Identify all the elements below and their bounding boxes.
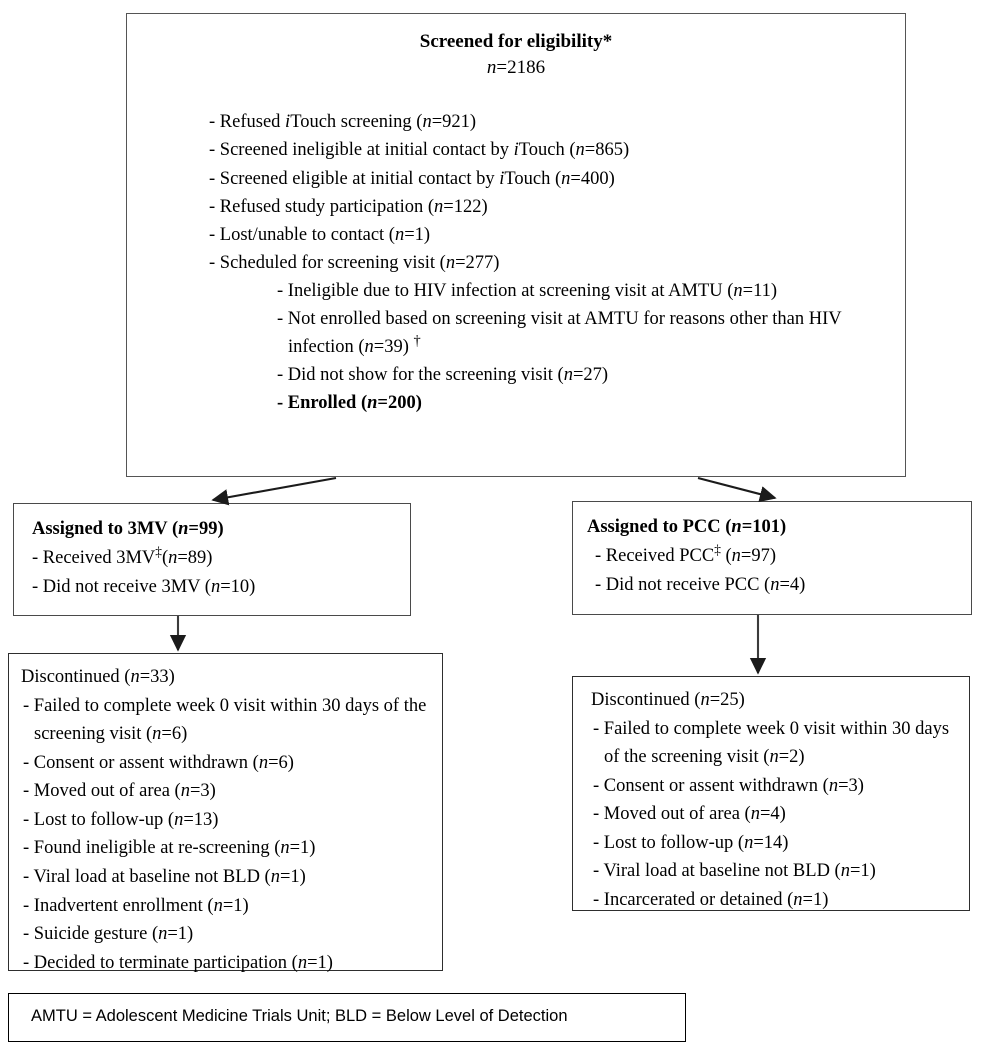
screening-item-list: - Refused iTouch screening (n=921) - Scr… <box>127 108 905 417</box>
screening-item: - Refused study participation (n=122) <box>209 196 488 217</box>
discontinued-pcc-title: Discontinued (n=25) <box>591 690 745 710</box>
arrow-screening-to-3mv <box>211 476 337 506</box>
screening-item: - Not enrolled based on screening visit … <box>277 309 842 358</box>
assigned-3mv-item: - Received 3MV‡(n=89) <box>32 543 213 568</box>
screening-item-enrolled: - Enrolled (n=200) <box>277 393 422 414</box>
discontinued-3mv-content: Discontinued (n=33) - Failed to complete… <box>9 654 442 977</box>
screening-box: Screened for eligibility* n=2186 - Refus… <box>126 13 906 477</box>
discontinued-3mv-item: - Decided to terminate participation (n=… <box>23 952 333 973</box>
screening-item: - Ineligible due to HIV infection at scr… <box>277 280 778 301</box>
assigned-3mv-item: - Did not receive 3MV (n=10) <box>32 576 256 597</box>
screening-item: - Screened ineligible at initial contact… <box>209 140 630 161</box>
discontinued-3mv-item: - Moved out of area (n=3) <box>23 781 216 802</box>
discontinued-3mv-title: Discontinued (n=33) <box>21 667 175 687</box>
discontinued-pcc-item: - Incarcerated or detained (n=1) <box>593 890 829 911</box>
arrow-screening-to-pcc <box>697 476 777 503</box>
discontinued-pcc-item: - Consent or assent withdrawn (n=3) <box>593 775 864 796</box>
screening-count: n=2186 <box>486 56 546 78</box>
assigned-pcc-content: Assigned to PCC (n=101) - Received PCC‡ … <box>573 502 971 600</box>
discontinued-pcc-box: Discontinued (n=25) - Failed to complete… <box>572 676 970 911</box>
discontinued-3mv-item: - Suicide gesture (n=1) <box>23 924 194 945</box>
discontinued-pcc-item: - Lost to follow-up (n=14) <box>593 832 789 853</box>
assigned-pcc-title: Assigned to PCC (n=101) <box>587 517 787 537</box>
discontinued-3mv-item: - Viral load at baseline not BLD (n=1) <box>23 867 306 888</box>
discontinued-pcc-content: Discontinued (n=25) - Failed to complete… <box>573 677 969 915</box>
discontinued-3mv-item: - Found ineligible at re-screening (n=1) <box>23 838 316 859</box>
screening-item: - Did not show for the screening visit (… <box>277 365 609 386</box>
assigned-pcc-box: Assigned to PCC (n=101) - Received PCC‡ … <box>572 501 972 615</box>
screening-item: - Refused iTouch screening (n=921) <box>209 112 477 133</box>
assigned-3mv-content: Assigned to 3MV (n=99) - Received 3MV‡(n… <box>14 504 410 602</box>
discontinued-pcc-item: - Moved out of area (n=4) <box>593 804 786 825</box>
discontinued-pcc-item: - Viral load at baseline not BLD (n=1) <box>593 861 876 882</box>
assigned-pcc-item: - Did not receive PCC (n=4) <box>595 574 806 595</box>
discontinued-3mv-box: Discontinued (n=33) - Failed to complete… <box>8 653 443 973</box>
screening-title: Screened for eligibility* <box>419 31 613 52</box>
legend-text: AMTU = Adolescent Medicine Trials Unit; … <box>31 1007 568 1025</box>
discontinued-3mv-item: - Lost to follow-up (n=13) <box>23 809 219 830</box>
assigned-pcc-item: - Received PCC‡ (n=97) <box>595 541 777 566</box>
discontinued-pcc-item: - Failed to complete week 0 visit within… <box>593 718 950 768</box>
screening-item: - Scheduled for screening visit (n=277) <box>209 252 500 273</box>
assigned-3mv-box: Assigned to 3MV (n=99) - Received 3MV‡(n… <box>13 503 411 616</box>
discontinued-3mv-item: - Failed to complete week 0 visit within… <box>23 695 427 745</box>
screening-item: - Lost/unable to contact (n=1) <box>209 224 431 245</box>
legend-box: AMTU = Adolescent Medicine Trials Unit; … <box>8 993 686 1042</box>
discontinued-3mv-item: - Inadvertent enrollment (n=1) <box>23 895 249 916</box>
screening-item: - Screened eligible at initial contact b… <box>209 168 615 189</box>
discontinued-3mv-item: - Consent or assent withdrawn (n=6) <box>23 752 294 773</box>
assigned-3mv-title: Assigned to 3MV (n=99) <box>32 519 224 539</box>
